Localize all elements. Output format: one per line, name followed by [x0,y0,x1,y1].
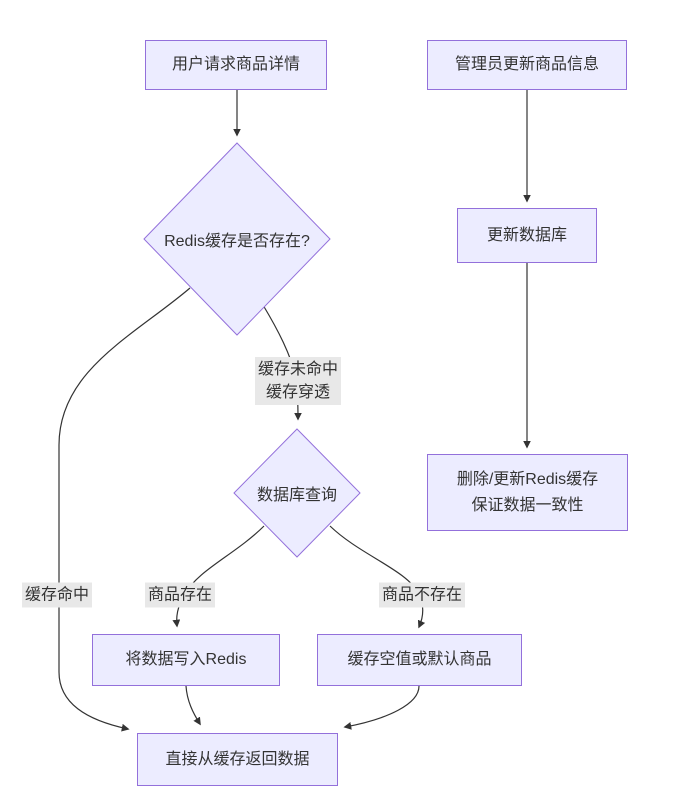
node-update-db: 更新数据库 [457,208,597,263]
node-db-query: 数据库查询 [233,428,361,558]
node-return-from-cache: 直接从缓存返回数据 [137,733,338,786]
edge-empty-to-return [343,685,420,730]
edge-cache-hit [58,287,191,732]
node-write-redis: 将数据写入Redis [92,634,280,686]
node-cache-empty: 缓存空值或默认商品 [317,634,522,686]
diamond-shape [143,142,331,336]
node-user-request: 用户请求商品详情 [145,40,327,90]
edge-label-product-exists: 商品存在 [144,582,216,608]
edge-label-cache-miss: 缓存未命中 缓存穿透 [254,357,342,405]
node-label: 数据库查询 [256,487,337,504]
edge-label-product-not-exists: 商品不存在 [378,582,466,608]
node-label: Redis缓存是否存在? [164,233,310,250]
node-admin-update: 管理员更新商品信息 [427,40,627,90]
edge-write-to-return [185,685,201,726]
node-invalidate-cache: 删除/更新Redis缓存 保证数据一致性 [427,454,628,531]
edge-label-cache-hit: 缓存命中 [21,582,93,608]
node-cache-exists: Redis缓存是否存在? [143,142,331,336]
diamond-shape [233,428,361,558]
